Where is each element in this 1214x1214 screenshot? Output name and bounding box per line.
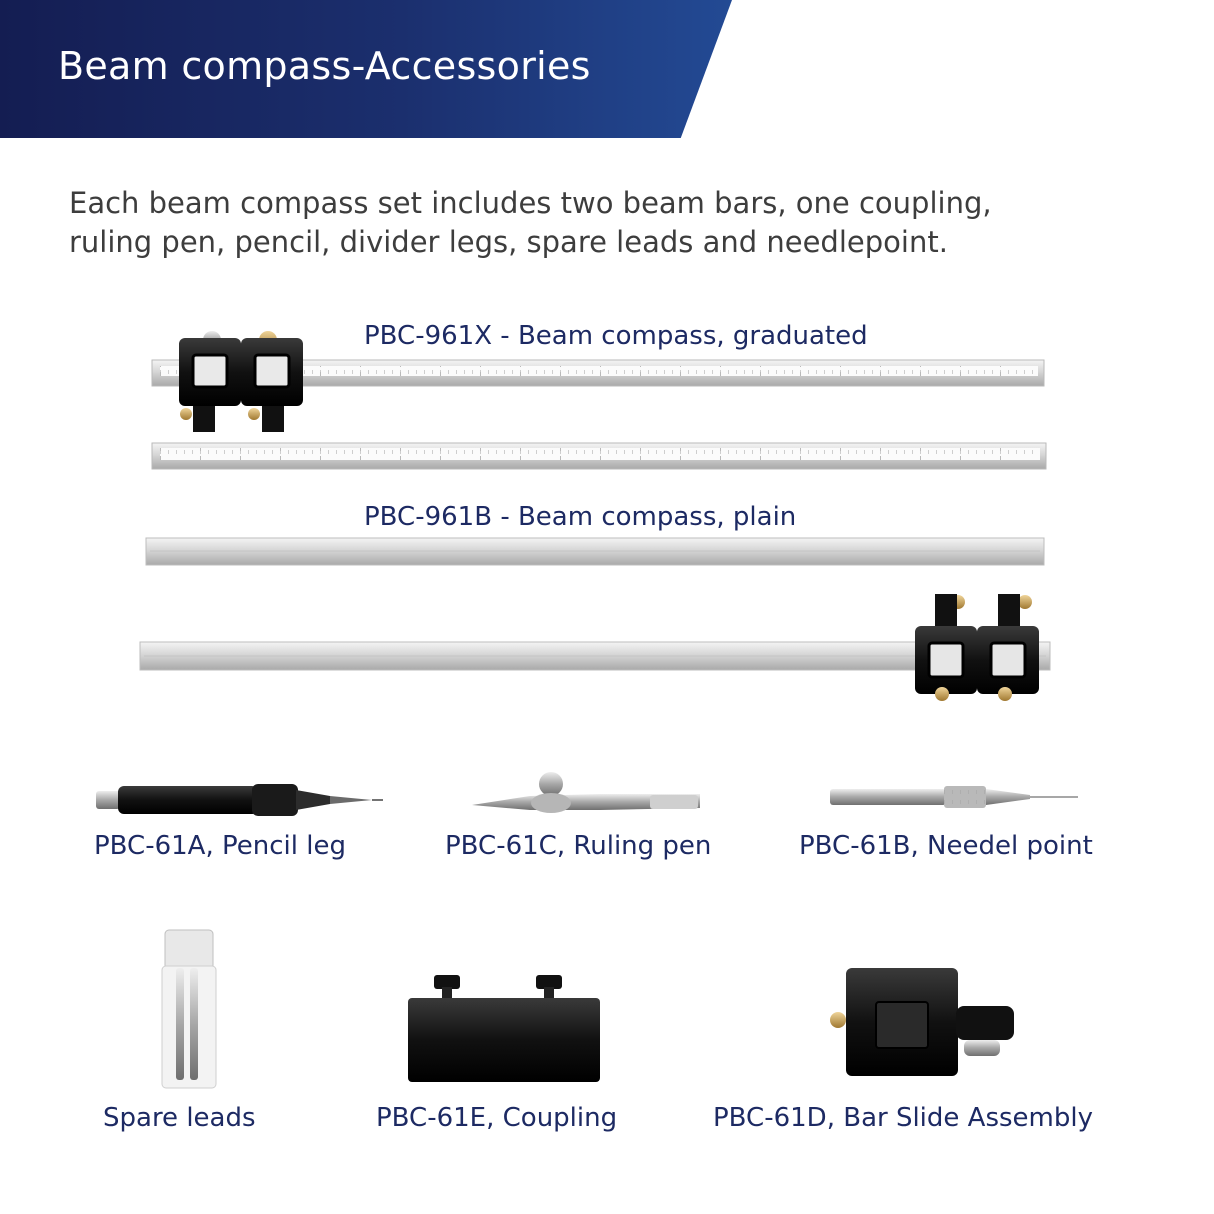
coupling-illustration [408,975,600,1082]
label-bar-slide: PBC-61D, Bar Slide Assembly [713,1103,1093,1133]
graduated-bar-lower [151,442,1047,470]
intro-line-1: Each beam compass set includes two beam … [69,186,992,220]
pencil-leg-illustration [96,784,383,816]
label-coupling: PBC-61E, Coupling [376,1103,618,1133]
label-spare-leads: Spare leads [103,1103,256,1133]
page-title: Beam compass-Accessories [58,44,591,88]
slide-assembly-graduated [179,331,303,432]
intro-paragraph: Each beam compass set includes two beam … [69,184,1149,262]
intro-line-2: ruling pen, pencil, divider legs, spare … [69,225,948,259]
plain-bar-lower [139,641,1051,671]
label-plain: PBC-961B - Beam compass, plain [364,502,797,532]
label-pencil-leg: PBC-61A, Pencil leg [94,831,346,861]
slide-assembly-plain [915,594,1039,701]
header-banner [0,0,732,138]
label-graduated: PBC-961X - Beam compass, graduated [364,321,868,351]
bar-slide-illustration [830,968,1014,1076]
spare-leads-illustration [161,929,217,1089]
ruling-pen-illustration [472,772,700,813]
plain-bar-upper [145,537,1045,566]
label-needle-point: PBC-61B, Needel point [799,831,1093,861]
label-ruling-pen: PBC-61C, Ruling pen [445,831,712,861]
needle-point-illustration [830,786,1078,808]
